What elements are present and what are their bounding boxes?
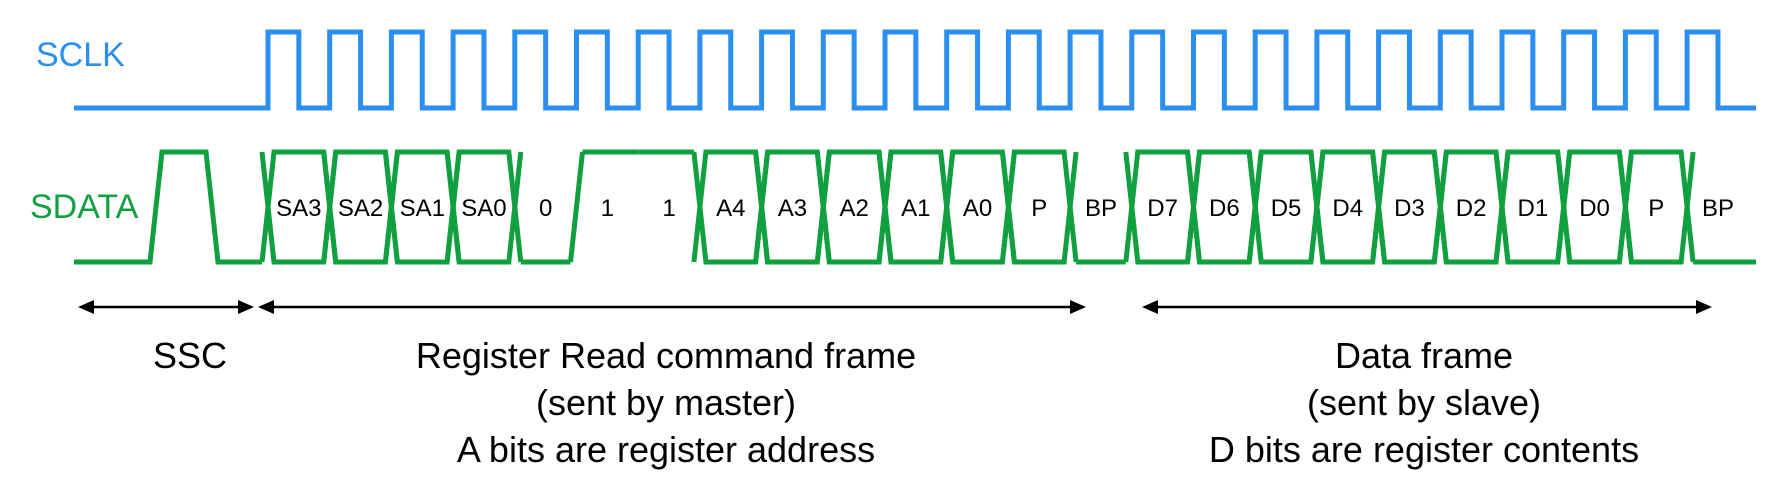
bit-label: 1: [601, 195, 614, 222]
bit-label: D2: [1456, 195, 1487, 222]
bit-label: P: [1031, 195, 1047, 222]
bit-cell-lower: [1616, 151, 1696, 265]
command-frame-caption-line: Register Read command frame: [416, 335, 916, 376]
bit-label: D3: [1394, 195, 1425, 222]
command-frame-arrow-head: [1070, 300, 1086, 314]
ssc-arrow-head: [238, 300, 254, 314]
bit-label: D4: [1332, 195, 1363, 222]
command-frame-arrow-head: [258, 300, 274, 314]
sclk-label: SCLK: [36, 36, 125, 74]
frame-arrows: [78, 300, 1712, 314]
bit-label: A1: [901, 195, 930, 222]
bit-label: 1: [662, 195, 675, 222]
bit-label: BP: [1085, 195, 1117, 222]
sdata-waveform: [74, 149, 1756, 265]
bit-label: P: [1648, 195, 1664, 222]
bit-label: D0: [1579, 195, 1610, 222]
sdata-label: SDATA: [30, 188, 139, 226]
bit-label: SA2: [338, 195, 383, 222]
bit-label: BP: [1702, 195, 1734, 222]
sclk-waveform: [74, 29, 1756, 111]
bit-label: A2: [839, 195, 868, 222]
bit-label: D5: [1271, 195, 1302, 222]
command-frame-caption-line: A bits are register address: [457, 429, 875, 470]
bit-label: A4: [716, 195, 745, 222]
data-frame-caption-line: Data frame: [1335, 335, 1513, 376]
ssc-arrow-head: [78, 300, 94, 314]
sdata-bit-labels: SA3 SA2 SA1 SA0 0 1 1 A4 A3 A2 A1 A0 P BP D7 D6 D5 D4 D3 D2…: [276, 195, 1734, 222]
ssc-caption-line: SSC: [153, 335, 227, 376]
bit-label: D1: [1518, 195, 1549, 222]
bit-edge: [568, 151, 585, 263]
bit-label: D7: [1147, 195, 1178, 222]
command-frame-caption-line: (sent by master): [536, 382, 796, 423]
frame-captions: SSC Register Read command frame (sent by m…: [153, 335, 1639, 470]
data-frame-arrow-head: [1142, 300, 1158, 314]
bit-label: D6: [1209, 195, 1240, 222]
data-frame-caption-line: D bits are register contents: [1209, 429, 1639, 470]
bit-label: SA1: [400, 195, 445, 222]
bit-label: SA0: [461, 195, 506, 222]
ssc-pulse: [74, 149, 262, 265]
bit-label: A3: [778, 195, 807, 222]
bit-cell-lower: [999, 151, 1079, 265]
bit-label: 0: [539, 195, 552, 222]
bit-label: SA3: [276, 195, 321, 222]
data-frame-arrow-head: [1696, 300, 1712, 314]
bit-cell-lower: [444, 151, 524, 265]
bit-label: A0: [963, 195, 992, 222]
data-frame-caption-line: (sent by slave): [1307, 382, 1541, 423]
